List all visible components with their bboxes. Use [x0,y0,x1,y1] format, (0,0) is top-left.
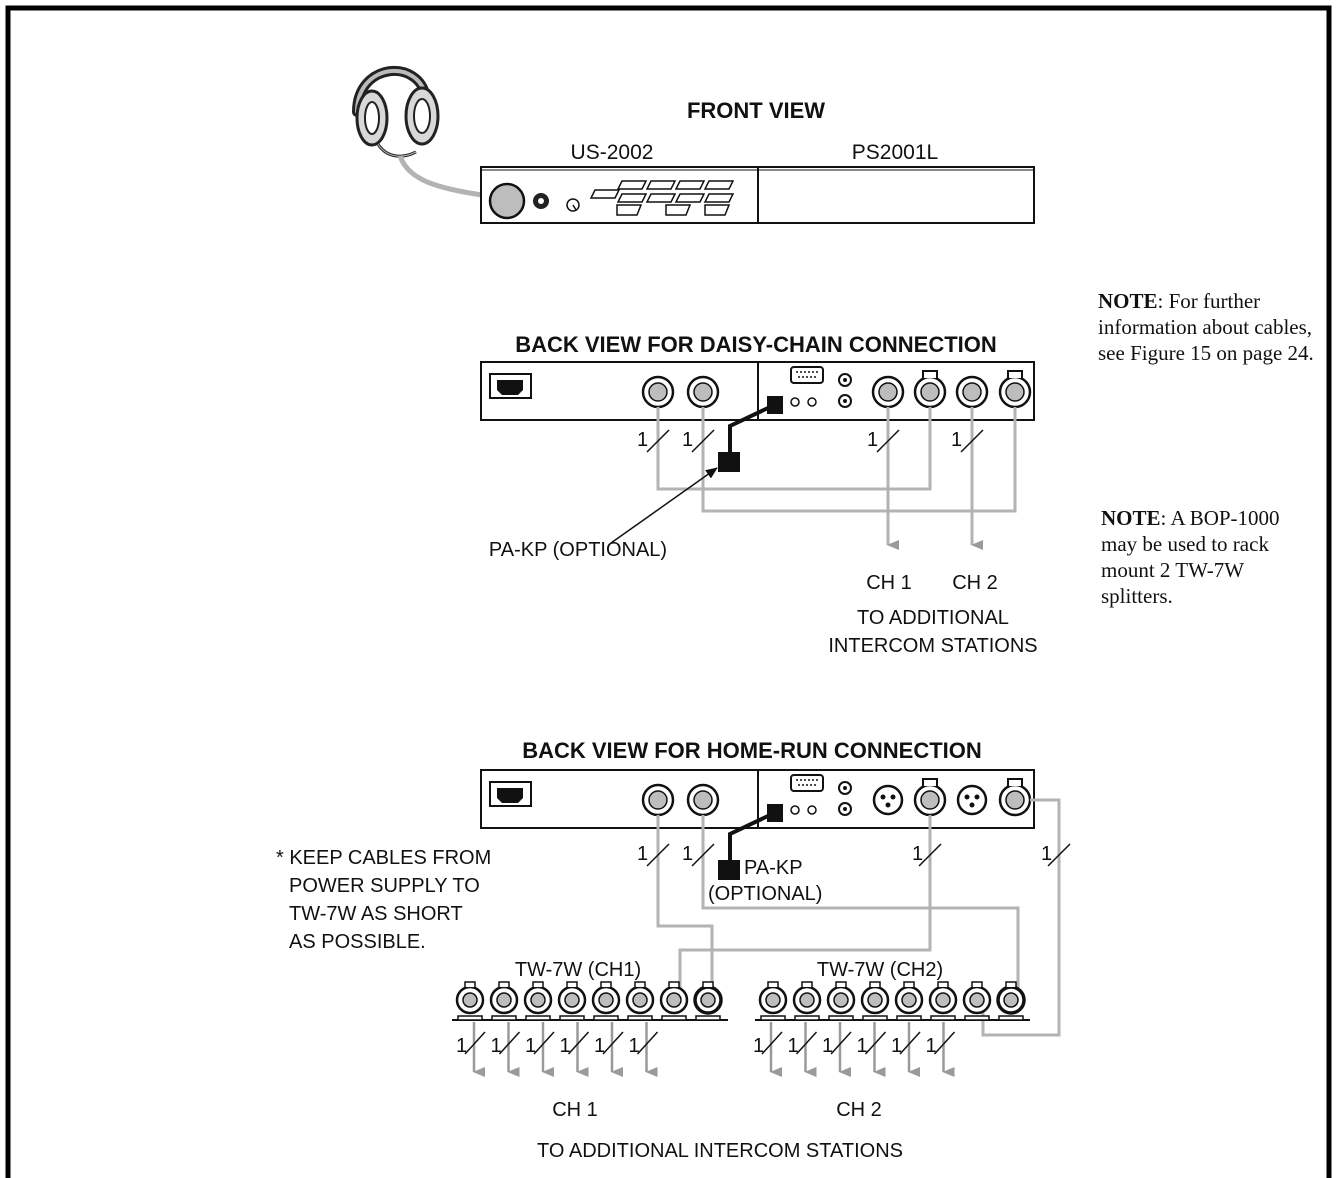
xlr-mount [559,1015,585,1021]
xlr-mount [930,1015,956,1021]
note-bop1000-label: NOTE [1101,506,1161,530]
home-run-title: BACK VIEW FOR HOME-RUN CONNECTION [522,738,982,763]
daisy-ch2-label: CH 2 [952,572,998,594]
xlr-mount [661,1015,687,1021]
keep-short-line4: AS POSSIBLE. [289,931,426,953]
cable-count-label: 1 [926,1035,937,1057]
talk-buttons-icon [589,180,735,216]
splitter-ch1-label: TW-7W (CH1) [515,959,641,981]
cable-mark [567,1031,590,1055]
daisy-dest-line2: INTERCOM STATIONS [828,635,1037,657]
cable-count-label: 1 [753,1035,764,1057]
homerun-pa-kp [718,804,783,880]
xlr-mount [896,1015,922,1021]
ch2-outputs: 1 1 1 1 1 1 [753,1022,956,1077]
daisy-pa-kp [610,396,783,544]
cable-mark [636,1031,659,1055]
cable-count-label: 1 [1041,843,1052,865]
cable-count-label: 1 [629,1035,640,1057]
xlr-mount [457,1015,483,1021]
volume-knob-icon [566,198,580,212]
keep-short-line3: TW-7W AS SHORT [289,903,463,925]
daisy-chain-title: BACK VIEW FOR DAISY-CHAIN CONNECTION [515,332,997,357]
xlr-mount [525,1015,551,1021]
front-panel [480,166,1035,224]
cable-mark [899,1031,921,1055]
cable-mark [795,1031,818,1055]
xlr-mount [593,1015,619,1021]
homerun-back-panel [480,769,1035,829]
cable-count-label: 1 [951,429,962,451]
daisy-pa-kp-label: PA-KP (OPTIONAL) [489,539,667,561]
tw7w-ch2-splitter [755,981,1030,1021]
headset-jack-icon [488,182,526,220]
xlr-mount [695,1015,721,1021]
cable-mark [830,1031,852,1055]
front-view-title: FRONT VIEW [687,98,825,123]
tw7w-ch1-splitter [452,981,728,1021]
cable-count-label: 1 [822,1035,833,1057]
cable-count-label: 1 [594,1035,605,1057]
cable-mark [761,1031,783,1055]
cable-count-label: 1 [867,429,878,451]
homerun-cables [656,798,1061,1037]
cable-mark [498,1031,521,1055]
keep-short-line2: POWER SUPPLY TO [289,875,480,897]
cable-count-label: 1 [560,1035,571,1057]
page-border [5,5,1332,1178]
note-bop1000-text: : A BOP-1000 may be used to rack mount 2… [1101,506,1280,608]
note-cables-text: : For further information about cables, … [1098,289,1314,365]
homerun-ch2-label: CH 2 [836,1099,882,1121]
note-cables-label: NOTE [1098,289,1158,313]
cable-count-label: 1 [637,843,648,865]
xlr-mount [998,1015,1024,1021]
cable-mark [933,1031,956,1055]
headset-icon [352,65,440,158]
homerun-pa-kp-optional: (OPTIONAL) [708,883,822,905]
xlr-mount [760,1015,786,1021]
cable-count-label: 1 [912,843,923,865]
cable-mark [464,1031,486,1055]
xlr-mount [964,1015,990,1021]
xlr-mount [828,1015,854,1021]
us2002-label: US-2002 [571,141,654,164]
note-bop1000: NOTE: A BOP-1000 may be used to rack mou… [1101,505,1291,609]
cable-count-label: 1 [891,1035,902,1057]
xlr-mount [491,1015,517,1021]
ch2-xlr-in-icon [956,784,988,816]
cable-mark [864,1031,887,1055]
cable-count-label: 1 [525,1035,536,1057]
cable-count-label: 1 [682,843,693,865]
homerun-pa-kp-label: PA-KP [744,857,803,879]
cable-count-label: 1 [637,429,648,451]
daisy-cable-marks [646,429,984,453]
cable-mark [533,1031,555,1055]
cable-count-label: 1 [491,1035,502,1057]
xlr-mount [862,1015,888,1021]
db9-connector-icon [790,366,824,384]
homerun-cable-marks [646,843,1071,867]
homerun-dest-label: TO ADDITIONAL INTERCOM STATIONS [537,1140,903,1162]
xlr-mount [794,1015,820,1021]
ch1-xlr-in-icon [872,784,904,816]
daisy-cables [656,407,1017,550]
cable-count-label: 1 [788,1035,799,1057]
ps2001l-label: PS2001L [852,141,938,164]
note-cables: NOTE: For further information about cabl… [1098,288,1318,366]
cable-count-label: 1 [857,1035,868,1057]
cable-count-label: 1 [456,1035,467,1057]
cable-mark [602,1031,624,1055]
db9-connector-icon [790,774,824,792]
xlr-mount [627,1015,653,1021]
homerun-ch1-label: CH 1 [552,1099,598,1121]
daisy-ch1-label: CH 1 [866,572,912,594]
cable-count-label: 1 [682,429,693,451]
keep-short-line1: * KEEP CABLES FROM [276,847,491,869]
splitter-ch2-label: TW-7W (CH2) [817,959,943,981]
daisy-dest-line1: TO ADDITIONAL [857,607,1009,629]
ch1-outputs: 1 1 1 1 1 1 [456,1022,659,1077]
